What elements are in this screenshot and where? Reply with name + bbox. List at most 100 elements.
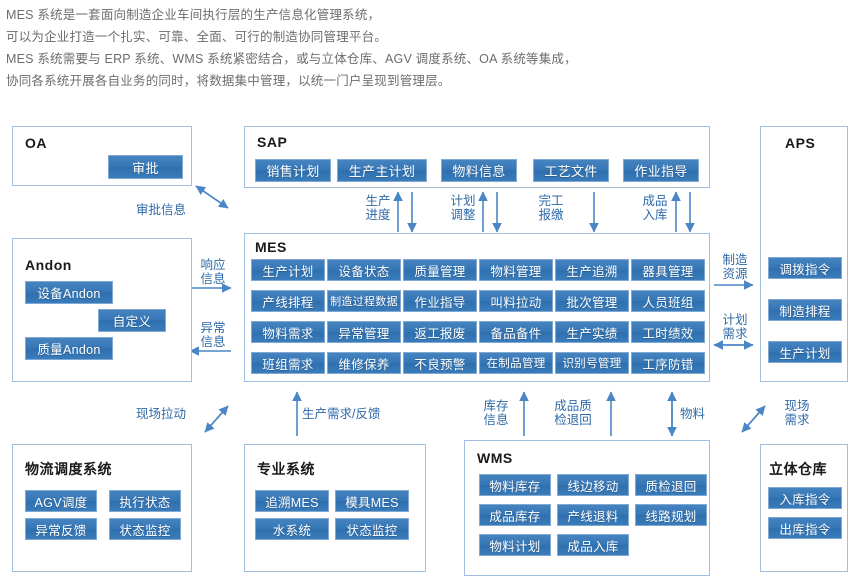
panel-aps-title: APS	[785, 135, 816, 151]
chip-mes-r3c6[interactable]: 工时绩效	[631, 321, 705, 343]
chip-mes-r1c6[interactable]: 器具管理	[631, 259, 705, 281]
label-finish-report-line1: 完工	[538, 194, 564, 208]
panel-sap[interactable]: SAP 销售计划 生产主计划 物料信息 工艺文件 作业指导	[244, 126, 710, 188]
label-plan-adjust: 计划 调整	[446, 194, 480, 222]
chip-mes-r3c5[interactable]: 生产实绩	[555, 321, 629, 343]
chip-logistics-monitor[interactable]: 状态监控	[109, 518, 181, 540]
chip-professional-water[interactable]: 水系统	[255, 518, 329, 540]
chip-wms-route-plan[interactable]: 线路规划	[635, 504, 707, 526]
chip-mes-r2c4[interactable]: 叫料拉动	[479, 290, 553, 312]
chip-wms-line-return[interactable]: 产线退料	[557, 504, 629, 526]
panel-professional-title: 专业系统	[257, 461, 315, 477]
chip-andon-custom[interactable]: 自定义	[98, 309, 166, 332]
chip-mes-r2c5[interactable]: 批次管理	[555, 290, 629, 312]
chip-wms-qc-return[interactable]: 质检退回	[635, 474, 707, 496]
chip-sap-process-doc[interactable]: 工艺文件	[533, 159, 609, 182]
chip-mes-r3c3[interactable]: 返工报废	[403, 321, 477, 343]
panel-wms-title: WMS	[477, 450, 513, 466]
intro-line-1: MES 系统是一套面向制造企业车间执行层的生产信息化管理系统，	[6, 8, 381, 22]
chip-mes-r3c1[interactable]: 物料需求	[251, 321, 325, 343]
label-manufacturing-resource-line1: 制造	[722, 253, 748, 267]
label-material: 物料	[680, 407, 706, 421]
chip-wms-line-move[interactable]: 线边移动	[557, 474, 629, 496]
label-prod-demand-feedback: 生产需求/反馈	[302, 407, 381, 421]
chip-mes-r2c3[interactable]: 作业指导	[403, 290, 477, 312]
chip-mes-r4c5[interactable]: 识别号管理	[555, 352, 629, 374]
label-site-demand-line2: 需求	[784, 413, 810, 427]
label-finished-qc-return-line1: 成品质	[554, 399, 592, 413]
label-abnormal-info-line1: 异常	[200, 321, 226, 335]
chip-mes-r2c6[interactable]: 人员班组	[631, 290, 705, 312]
chip-aps-mfg-schedule[interactable]: 制造排程	[768, 299, 842, 321]
chip-wms-material-plan[interactable]: 物料计划	[479, 534, 551, 556]
intro-paragraph: MES 系统是一套面向制造企业车间执行层的生产信息化管理系统， 可以为企业打造一…	[6, 4, 854, 92]
chip-mes-r2c1[interactable]: 产线排程	[251, 290, 325, 312]
label-stock-info-line2: 信息	[483, 413, 509, 427]
panel-logistics[interactable]: 物流调度系统 AGV调度 执行状态 异常反馈 状态监控	[12, 444, 192, 572]
chip-mes-r1c3[interactable]: 质量管理	[403, 259, 477, 281]
label-site-demand: 现场 需求	[780, 399, 814, 427]
chip-sap-material-info[interactable]: 物料信息	[441, 159, 517, 182]
label-production-progress-line1: 生产	[365, 194, 391, 208]
chip-mes-r1c5[interactable]: 生产追溯	[555, 259, 629, 281]
chip-wms-finished-inbound[interactable]: 成品入库	[557, 534, 629, 556]
label-response-info: 响应 信息	[196, 258, 230, 286]
label-finish-report: 完工 报缴	[534, 194, 568, 222]
chip-andon-quality[interactable]: 质量Andon	[25, 337, 113, 360]
chip-mes-r4c6[interactable]: 工序防错	[631, 352, 705, 374]
chip-aps-transfer-order[interactable]: 调拨指令	[768, 257, 842, 279]
panel-wms[interactable]: WMS 物料库存 线边移动 质检退回 成品库存 产线退料 线路规划 物料计划 成…	[464, 440, 710, 576]
chip-mes-r4c3[interactable]: 不良预警	[403, 352, 477, 374]
chip-sap-master-plan[interactable]: 生产主计划	[337, 159, 427, 182]
chip-mes-r3c4[interactable]: 备品备件	[479, 321, 553, 343]
label-plan-adjust-line2: 调整	[450, 208, 476, 222]
intro-line-4: 协同各系统开展各自业务的同时，将数据集中管理，以统一门户呈现到管理层。	[6, 74, 451, 88]
chip-mes-r2c2[interactable]: 制造过程数据	[327, 290, 401, 312]
panel-andon[interactable]: Andon 设备Andon 自定义 质量Andon	[12, 238, 192, 382]
label-manufacturing-resource: 制造 资源	[718, 253, 752, 281]
intro-line-3: MES 系统需要与 ERP 系统、WMS 系统紧密结合，或与立体仓库、AGV 调…	[6, 52, 577, 66]
label-abnormal-info-line2: 信息	[200, 335, 226, 349]
chip-wms-finished-stock[interactable]: 成品库存	[479, 504, 551, 526]
chip-logistics-abnormal[interactable]: 异常反馈	[25, 518, 97, 540]
label-response-info-line1: 响应	[200, 258, 226, 272]
chip-professional-monitor[interactable]: 状态监控	[335, 518, 409, 540]
chip-mes-r3c2[interactable]: 异常管理	[327, 321, 401, 343]
chip-wms-material-stock[interactable]: 物料库存	[479, 474, 551, 496]
chip-warehouse-outbound-order[interactable]: 出库指令	[768, 517, 842, 539]
panel-professional[interactable]: 专业系统 追溯MES 模具MES 水系统 状态监控	[244, 444, 426, 572]
label-stock-info-line1: 库存	[483, 399, 509, 413]
chip-sap-sales-plan[interactable]: 销售计划	[255, 159, 331, 182]
label-plan-adjust-line1: 计划	[450, 194, 476, 208]
panel-andon-title: Andon	[25, 257, 72, 273]
chip-professional-mold-mes[interactable]: 模具MES	[335, 490, 409, 512]
panel-aps[interactable]: APS 调拨指令 制造排程 生产计划	[760, 126, 848, 382]
panel-oa-title: OA	[25, 135, 47, 151]
chip-oa-approval[interactable]: 审批	[108, 155, 183, 179]
chip-sap-work-guide[interactable]: 作业指导	[623, 159, 699, 182]
chip-mes-r1c2[interactable]: 设备状态	[327, 259, 401, 281]
label-production-progress: 生产 进度	[361, 194, 395, 222]
chip-mes-r4c1[interactable]: 班组需求	[251, 352, 325, 374]
chip-andon-equipment[interactable]: 设备Andon	[25, 281, 113, 304]
chip-mes-r1c1[interactable]: 生产计划	[251, 259, 325, 281]
chip-logistics-exec-state[interactable]: 执行状态	[109, 490, 181, 512]
label-finished-qc-return-line2: 检退回	[554, 413, 592, 427]
chip-mes-r4c2[interactable]: 维修保养	[327, 352, 401, 374]
label-site-demand-line1: 现场	[784, 399, 810, 413]
chip-warehouse-inbound-order[interactable]: 入库指令	[768, 487, 842, 509]
panel-mes[interactable]: MES 生产计划 设备状态 质量管理 物料管理 生产追溯 器具管理 产线排程 制…	[244, 233, 710, 382]
label-finished-instock: 成品 入库	[638, 194, 672, 222]
label-abnormal-info: 异常 信息	[196, 321, 230, 349]
chip-logistics-agv[interactable]: AGV调度	[25, 490, 97, 512]
panel-oa[interactable]: OA 审批	[12, 126, 192, 186]
chip-mes-r1c4[interactable]: 物料管理	[479, 259, 553, 281]
chip-aps-production-plan[interactable]: 生产计划	[768, 341, 842, 363]
panel-warehouse[interactable]: 立体仓库 入库指令 出库指令	[760, 444, 848, 572]
panel-mes-title: MES	[255, 239, 287, 255]
label-finished-instock-line2: 入库	[642, 208, 668, 222]
label-stock-info: 库存 信息	[476, 399, 516, 427]
chip-professional-trace-mes[interactable]: 追溯MES	[255, 490, 329, 512]
chip-mes-r4c4[interactable]: 在制品管理	[479, 352, 553, 374]
